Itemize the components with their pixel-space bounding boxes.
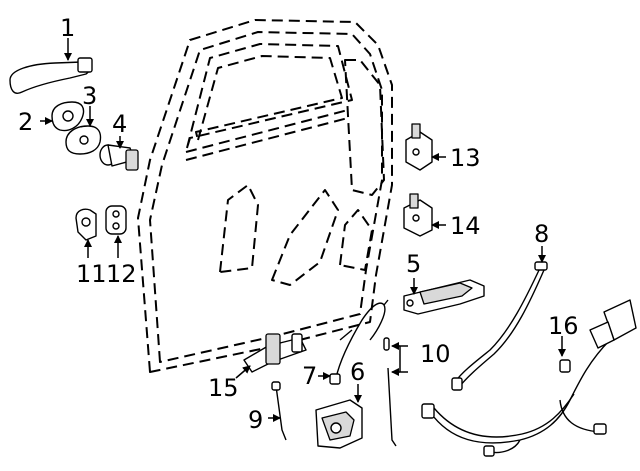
callout-8: 8 [534, 220, 549, 248]
callout-3: 3 [82, 82, 97, 110]
part-15-door-check: 15 [208, 333, 307, 402]
callout-15: 15 [208, 374, 239, 402]
part-5-inside-handle: 5 [403, 250, 485, 315]
part-8-inside-cable: 8 [451, 220, 549, 391]
part-7-lock-rod: 7 [302, 299, 389, 390]
leader-15 [235, 365, 251, 379]
part-13-upper-hinge: 13 [405, 123, 481, 172]
callout-9: 9 [248, 406, 263, 434]
part-2-gasket: 2 [18, 101, 85, 136]
callout-11: 11 [76, 260, 107, 288]
callout-16: 16 [548, 312, 579, 340]
callout-2: 2 [18, 108, 33, 136]
part-4-lock-cylinder: 4 [99, 110, 139, 171]
callout-10: 10 [420, 340, 451, 368]
callout-14: 14 [450, 212, 481, 240]
callout-1: 1 [60, 14, 75, 42]
callout-7: 7 [302, 362, 317, 390]
part-11-striker: 11 [75, 208, 107, 288]
callout-4: 4 [112, 110, 127, 138]
callout-6: 6 [350, 358, 365, 386]
callout-13: 13 [450, 144, 481, 172]
part-16-wiring-harness: 16 [421, 299, 637, 457]
part-3-bezel: 3 [65, 82, 102, 155]
part-6-latch: 6 [315, 358, 365, 449]
part-10-outside-rods: 10 [383, 337, 451, 447]
part-1-outside-handle: 1 [9, 14, 93, 94]
door-outline [137, 19, 393, 373]
callout-12: 12 [106, 260, 137, 288]
part-14-lower-hinge: 14 [403, 193, 481, 240]
part-9-rod: 9 [248, 381, 287, 441]
part-12-shim: 12 [105, 205, 137, 288]
callout-5: 5 [406, 250, 421, 278]
